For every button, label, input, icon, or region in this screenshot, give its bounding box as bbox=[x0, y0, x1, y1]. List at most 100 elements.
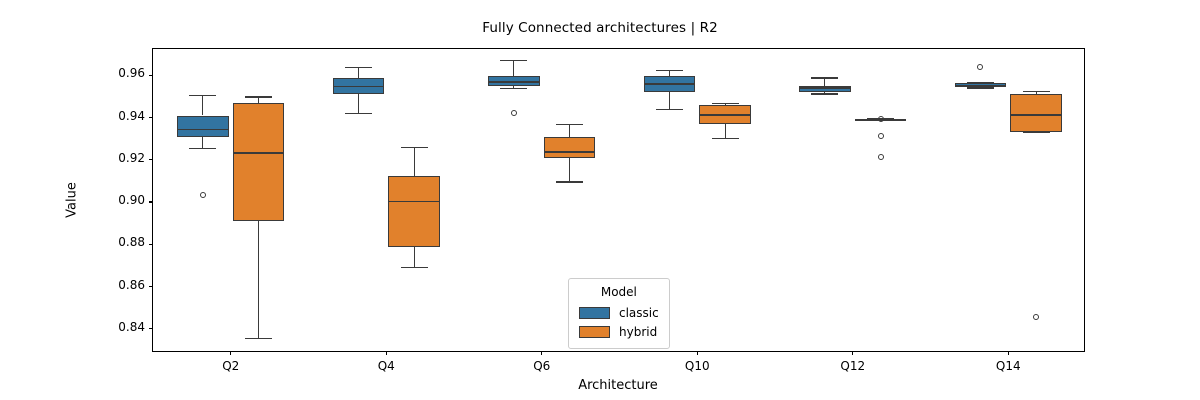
x-tick-label: Q6 bbox=[533, 359, 551, 373]
x-tick-label: Q2 bbox=[222, 359, 240, 373]
whisker-upper-classic-Q2 bbox=[202, 95, 204, 116]
median-line-hybrid-Q4 bbox=[388, 200, 440, 203]
x-tick-mark bbox=[230, 351, 232, 355]
whisker-lower-classic-Q10 bbox=[668, 91, 670, 110]
chart-title: Fully Connected architectures | R2 bbox=[482, 20, 718, 36]
box-hybrid-Q2 bbox=[232, 102, 285, 222]
cap-upper-classic-Q6 bbox=[500, 60, 528, 62]
box-series-classic bbox=[153, 49, 1084, 351]
whisker-upper-hybrid-Q2 bbox=[258, 96, 260, 103]
legend-entries: classic hybrid bbox=[579, 303, 659, 341]
cap-upper-hybrid-Q4 bbox=[400, 146, 428, 149]
cap-upper-hybrid-Q6 bbox=[556, 123, 584, 125]
median-line-classic-Q4 bbox=[332, 85, 384, 88]
median-line-classic-Q12 bbox=[799, 87, 851, 89]
outlier-hybrid-Q12-1 bbox=[877, 132, 884, 139]
cap-lower-hybrid-Q14 bbox=[1022, 132, 1050, 134]
box-classic-Q2 bbox=[177, 115, 229, 137]
box-hybrid-Q6 bbox=[543, 137, 596, 159]
cap-lower-classic-Q4 bbox=[344, 113, 372, 115]
cap-upper-classic-Q12 bbox=[811, 77, 839, 79]
whisker-lower-classic-Q12 bbox=[824, 91, 826, 94]
whisker-lower-classic-Q4 bbox=[357, 93, 359, 114]
median-line-classic-Q6 bbox=[488, 81, 540, 83]
whisker-lower-hybrid-Q4 bbox=[413, 246, 415, 268]
median-line-hybrid-Q14 bbox=[1010, 114, 1062, 116]
x-tick-label: Q10 bbox=[684, 359, 710, 373]
legend-title: Model bbox=[600, 285, 637, 299]
whisker-upper-hybrid-Q10 bbox=[724, 103, 726, 105]
whisker-upper-hybrid-Q6 bbox=[569, 124, 571, 138]
x-tick-mark bbox=[852, 351, 854, 355]
cap-lower-classic-Q10 bbox=[655, 108, 683, 111]
cap-lower-hybrid-Q10 bbox=[711, 137, 739, 139]
whisker-lower-classic-Q6 bbox=[513, 86, 515, 89]
outlier-hybrid-Q14-0 bbox=[1033, 314, 1040, 321]
legend-swatch-hybrid bbox=[579, 325, 610, 338]
legend-swatch-classic bbox=[579, 306, 610, 319]
cap-lower-classic-Q6 bbox=[500, 87, 528, 90]
cap-lower-hybrid-Q6 bbox=[556, 181, 584, 183]
y-tick-mark bbox=[149, 243, 153, 245]
x-axis-label: Architecture bbox=[578, 378, 658, 393]
outlier-classic-Q2-0 bbox=[199, 192, 206, 199]
outlier-hybrid-Q12-0 bbox=[877, 116, 884, 123]
cap-lower-classic-Q12 bbox=[811, 93, 839, 95]
cap-upper-classic-Q14 bbox=[966, 82, 994, 84]
legend-item-classic[interactable]: classic bbox=[579, 303, 659, 322]
outlier-classic-Q14-0 bbox=[977, 63, 984, 70]
y-tick-mark bbox=[149, 159, 153, 161]
median-line-classic-Q2 bbox=[177, 128, 229, 130]
x-tick-mark bbox=[696, 351, 698, 355]
median-line-hybrid-Q2 bbox=[232, 152, 285, 154]
whisker-upper-hybrid-Q14 bbox=[1035, 91, 1037, 94]
box-hybrid-Q10 bbox=[699, 104, 751, 124]
y-tick-mark bbox=[149, 285, 153, 288]
y-tick-label: 0.88 bbox=[118, 235, 145, 250]
whisker-lower-hybrid-Q6 bbox=[569, 158, 571, 182]
cap-lower-classic-Q2 bbox=[189, 147, 217, 149]
whisker-lower-classic-Q2 bbox=[202, 136, 204, 149]
box-hybrid-Q4 bbox=[388, 176, 440, 247]
cap-lower-hybrid-Q2 bbox=[245, 337, 273, 339]
box-series-hybrid bbox=[153, 49, 1084, 351]
median-line-hybrid-Q10 bbox=[699, 114, 751, 116]
y-tick-label: 0.96 bbox=[118, 66, 145, 81]
x-tick-mark bbox=[1007, 351, 1009, 355]
cap-lower-hybrid-Q4 bbox=[400, 266, 428, 269]
y-axis-label: Value bbox=[64, 182, 80, 218]
legend-item-hybrid[interactable]: hybrid bbox=[579, 322, 659, 341]
y-tick-label: 0.84 bbox=[118, 319, 145, 334]
legend: Model classic hybrid bbox=[568, 278, 670, 349]
y-tick-label: 0.90 bbox=[118, 193, 145, 208]
whisker-upper-hybrid-Q4 bbox=[413, 147, 415, 177]
cap-upper-hybrid-Q2 bbox=[245, 96, 273, 98]
cap-upper-classic-Q2 bbox=[189, 94, 217, 97]
box-classic-Q6 bbox=[488, 75, 540, 87]
y-tick-mark bbox=[149, 74, 153, 76]
median-line-classic-Q10 bbox=[643, 83, 695, 85]
box-hybrid-Q14 bbox=[1010, 93, 1062, 132]
y-tick-mark bbox=[149, 201, 153, 203]
cap-upper-hybrid-Q10 bbox=[711, 102, 739, 104]
cap-lower-classic-Q14 bbox=[966, 87, 994, 89]
x-tick-mark bbox=[385, 351, 387, 355]
y-tick-label: 0.92 bbox=[118, 150, 145, 165]
outlier-hybrid-Q12-2 bbox=[877, 154, 884, 161]
whisker-upper-classic-Q4 bbox=[357, 67, 359, 78]
x-tick-label: Q12 bbox=[840, 359, 866, 373]
y-tick-label: 0.86 bbox=[118, 277, 145, 292]
cap-upper-classic-Q4 bbox=[344, 66, 372, 68]
legend-label-hybrid: hybrid bbox=[619, 324, 658, 339]
whisker-lower-hybrid-Q2 bbox=[258, 221, 260, 339]
y-tick-mark bbox=[149, 117, 153, 119]
legend-label-classic: classic bbox=[619, 305, 659, 320]
cap-upper-hybrid-Q14 bbox=[1022, 91, 1050, 93]
cap-upper-classic-Q10 bbox=[655, 70, 683, 72]
median-line-hybrid-Q6 bbox=[543, 151, 596, 153]
outlier-classic-Q6-0 bbox=[510, 109, 517, 116]
median-line-classic-Q14 bbox=[954, 84, 1006, 87]
y-tick-label: 0.94 bbox=[118, 108, 145, 123]
x-tick-label: Q4 bbox=[377, 359, 395, 373]
